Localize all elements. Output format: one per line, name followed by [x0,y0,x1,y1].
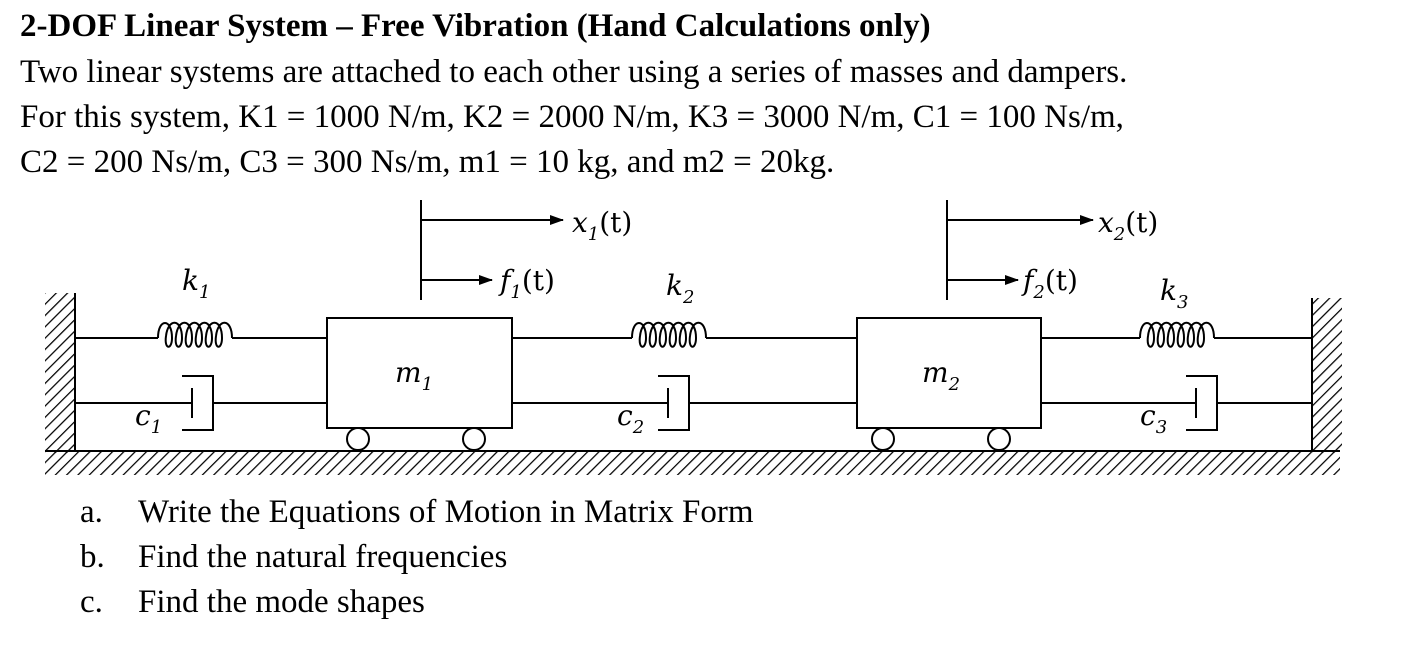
list-item-text: Find the natural frequencies [138,539,508,575]
list-marker: c. [80,584,103,620]
ground-hatch [45,451,1340,475]
list-item: c. Find the mode shapes [80,580,754,625]
task-list: a. Write the Equations of Motion in Matri… [80,490,754,625]
spring-k2 [512,321,857,348]
damper-c3 [1041,375,1312,431]
label-c2: c2 [617,399,644,438]
list-item-text: Find the mode shapes [138,584,425,620]
problem-text-line-2: For this system, K1 = 1000 N/m, K2 = 200… [20,99,1124,135]
label-f2: f2(t) [1021,264,1078,303]
mass-m1-block [326,317,513,429]
arrow-x2 [946,200,1094,300]
problem-text-line-1: Two linear systems are attached to each … [20,54,1128,90]
label-c1: c1 [135,399,162,438]
label-m2: m2 [922,356,960,395]
list-item-text: Write the Equations of Motion in Matrix … [138,494,754,530]
spring-k3 [1041,321,1312,348]
mass-m2-block [856,317,1042,429]
problem-text-line-3: C2 = 200 Ns/m, C3 = 300 Ns/m, m1 = 10 kg… [20,144,835,180]
label-m1: m1 [395,356,433,395]
two-dof-system-diagram: x1(t) f1(t) x2(t) f2(t) k1 k2 k3 c1 c2 c… [45,200,1342,475]
mass-m2-wheel-left [871,427,895,451]
list-marker: b. [80,539,105,575]
list-item: b. Find the natural frequencies [80,535,754,580]
list-marker: a. [80,494,103,530]
mass-m1-wheel-right [462,427,486,451]
label-f1: f1(t) [498,264,555,303]
damper-c2 [512,375,857,431]
arrow-x1 [420,200,564,300]
label-x2: x2(t) [1098,206,1158,245]
mass-m2-wheel-right [987,427,1011,451]
label-x1: x1(t) [572,206,632,245]
right-wall-hatch [1312,298,1342,453]
label-k3: k3 [1160,274,1188,313]
list-item: a. Write the Equations of Motion in Matri… [80,490,754,535]
label-k1: k1 [182,264,210,303]
damper-c1 [75,375,327,431]
spring-k1 [75,321,327,348]
label-c3: c3 [1140,399,1167,438]
left-wall-hatch [45,293,75,453]
problem-title: 2-DOF Linear System – Free Vibration (Ha… [20,8,931,44]
mass-m1-wheel-left [346,427,370,451]
label-k2: k2 [666,269,694,308]
